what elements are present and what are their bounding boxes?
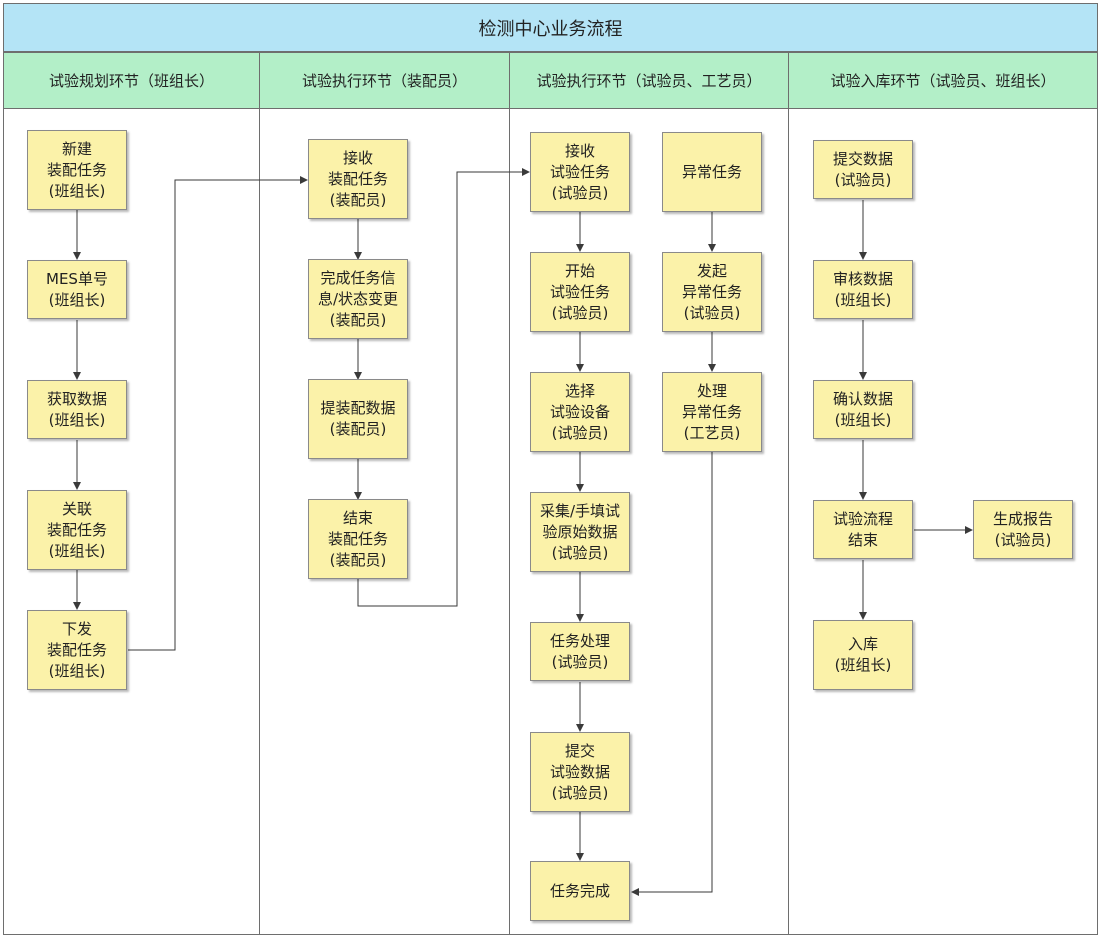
- step-generate-report[interactable]: 生成报告 (试验员): [973, 500, 1073, 559]
- step-abnormal-task[interactable]: 异常任务: [662, 132, 762, 212]
- lane-header-storage: 试验入库环节（试验员、班组长）: [788, 52, 1098, 109]
- step-test-flow-end[interactable]: 试验流程 结束: [813, 500, 913, 559]
- step-complete-task-info[interactable]: 完成任务信 息/状态变更 (装配员): [308, 259, 408, 339]
- step-issue-assembly-task[interactable]: 下发 装配任务 (班组长): [27, 610, 127, 690]
- step-end-assembly-task[interactable]: 结束 装配任务 (装配员): [308, 499, 408, 579]
- step-link-assembly-task[interactable]: 关联 装配任务 (班组长): [27, 490, 127, 570]
- step-submit-data[interactable]: 提交数据 (试验员): [813, 140, 913, 199]
- step-raise-abnormal-task[interactable]: 发起 异常任务 (试验员): [662, 252, 762, 332]
- lane-divider: [259, 52, 260, 935]
- step-new-assembly-task[interactable]: 新建 装配任务 (班组长): [27, 130, 127, 210]
- step-handle-abnormal-task[interactable]: 处理 异常任务 (工艺员): [662, 372, 762, 452]
- lane-divider: [788, 52, 789, 935]
- diagram-title: 检测中心业务流程: [3, 3, 1098, 52]
- step-collect-raw-data[interactable]: 采集/手填试 验原始数据 (试验员): [530, 492, 630, 572]
- step-select-test-equipment[interactable]: 选择 试验设备 (试验员): [530, 372, 630, 452]
- step-receive-assembly-task[interactable]: 接收 装配任务 (装配员): [308, 139, 408, 219]
- step-start-test-task[interactable]: 开始 试验任务 (试验员): [530, 252, 630, 332]
- step-receive-test-task[interactable]: 接收 试验任务 (试验员): [530, 132, 630, 212]
- step-confirm-data[interactable]: 确认数据 (班组长): [813, 380, 913, 439]
- step-task-processing[interactable]: 任务处理 (试验员): [530, 622, 630, 681]
- step-mes-number[interactable]: MES单号 (班组长): [27, 260, 127, 319]
- connector-arrow: [128, 176, 308, 651]
- step-storage[interactable]: 入库 (班组长): [813, 620, 913, 690]
- step-fetch-data[interactable]: 获取数据 (班组长): [27, 380, 127, 439]
- connector-arrow: [357, 168, 530, 607]
- step-submit-test-data[interactable]: 提交 试验数据 (试验员): [530, 732, 630, 812]
- step-review-data[interactable]: 审核数据 (班组长): [813, 260, 913, 319]
- step-task-complete[interactable]: 任务完成: [530, 861, 630, 921]
- lane-header-planning: 试验规划环节（班组长）: [3, 52, 260, 109]
- step-submit-assembly-data[interactable]: 提装配数据 (装配员): [308, 379, 408, 459]
- connector-arrow: [631, 452, 713, 896]
- lane-divider: [509, 52, 510, 935]
